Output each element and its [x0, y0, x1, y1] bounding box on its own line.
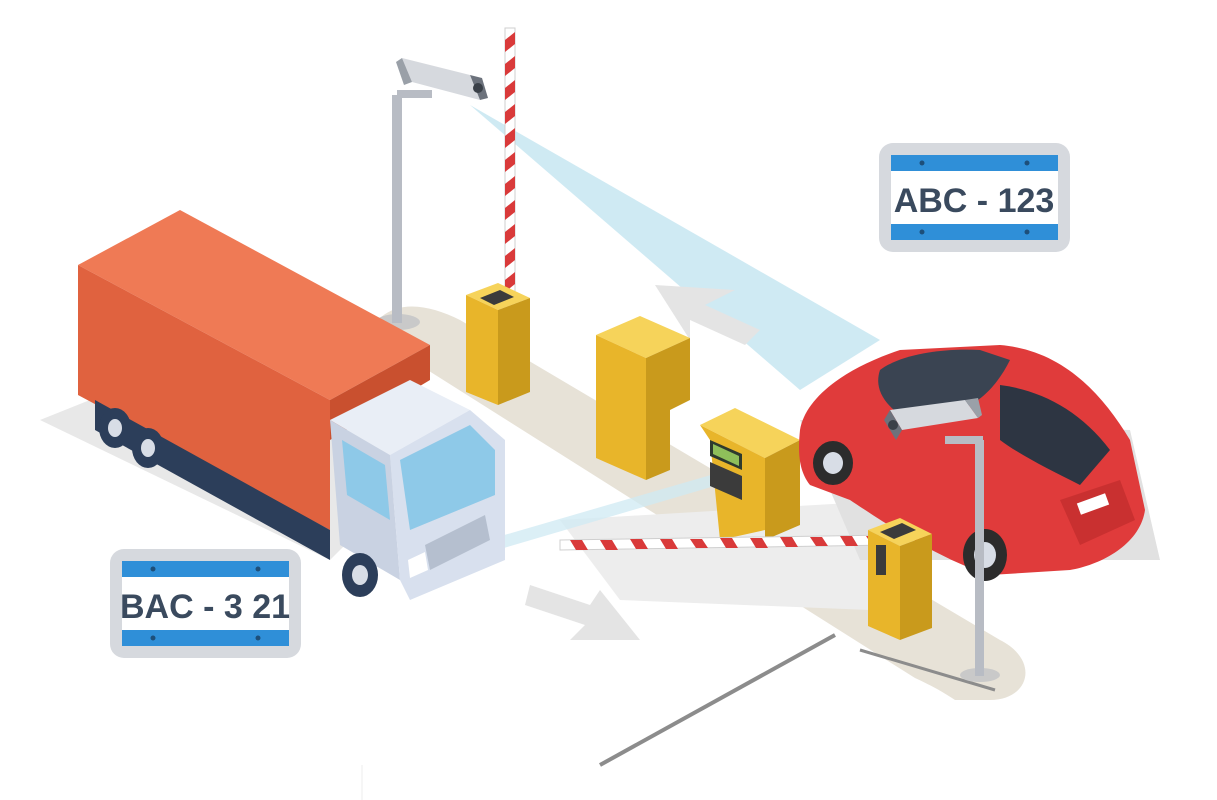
license-plate-icon: ABC - 123	[879, 143, 1070, 252]
car-windshield	[1000, 385, 1110, 485]
truck-cargo-side	[78, 265, 330, 530]
road-line	[599, 633, 836, 767]
truck	[78, 210, 505, 600]
barrier-gate-box	[868, 518, 932, 640]
car	[799, 345, 1145, 581]
camera-beam-top	[470, 105, 880, 390]
car-plate-number: ABC - 123	[894, 182, 1055, 220]
barrier-gate-box	[466, 283, 530, 405]
security-camera-icon	[884, 398, 982, 440]
camera-pole-top	[376, 58, 488, 330]
ticket-kiosk	[596, 316, 690, 480]
direction-arrow-icon	[525, 585, 640, 640]
license-plate-icon: BAC - 3 21	[110, 549, 301, 658]
direction-arrow-icon	[655, 285, 760, 345]
raised-barrier-arm	[504, 27, 516, 294]
truck-cargo-top	[78, 210, 430, 400]
camera-pole-bottom	[884, 398, 1000, 682]
payment-kiosk	[700, 408, 800, 540]
truck-plate-number: BAC - 3 21	[120, 588, 290, 626]
security-camera-icon	[396, 58, 488, 100]
truck-cab-top	[330, 380, 470, 455]
truck-windshield	[400, 425, 495, 530]
